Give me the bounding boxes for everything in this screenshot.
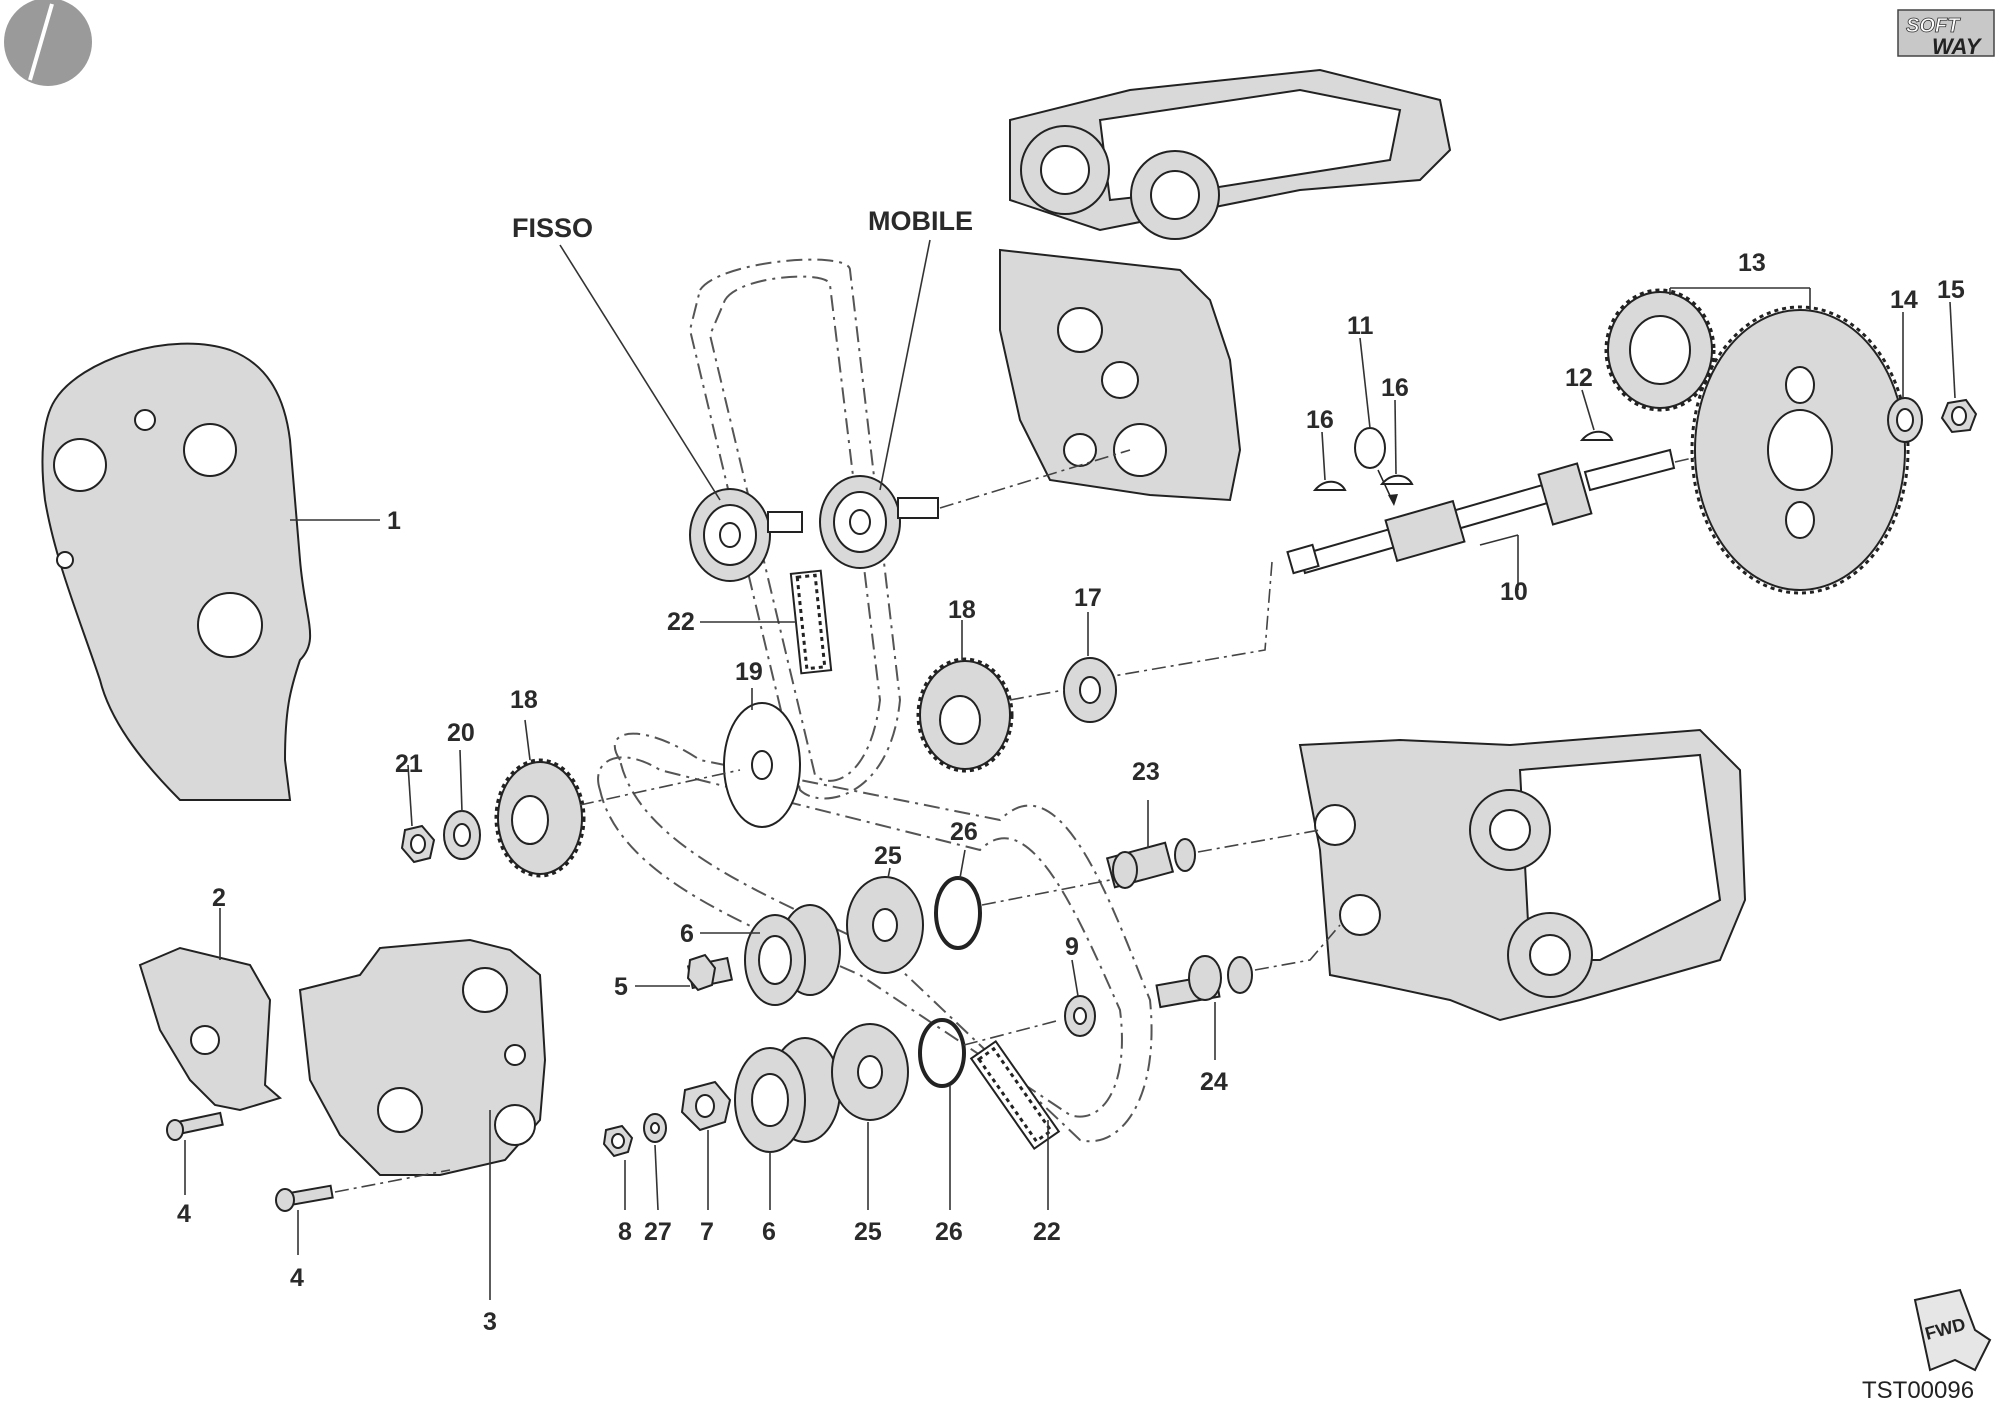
front-timing-cover: [41, 342, 312, 801]
callout-12: 12: [1565, 364, 1593, 392]
washer-14: [1887, 397, 1923, 443]
callout-5: 5: [614, 973, 628, 1001]
callout-6-upper: 6: [680, 920, 694, 948]
nut-7: [680, 1080, 732, 1132]
brand-logo-line2: WAY: [1932, 34, 1983, 59]
tensioner-6-lower: [734, 1037, 841, 1153]
callout-20: 20: [447, 719, 475, 747]
circlip-11: [1354, 427, 1398, 506]
label-fisso: FISSO: [512, 213, 593, 243]
centerline-24: [1254, 924, 1341, 971]
eccentric-9: [1064, 995, 1096, 1037]
callout-16-right: 16: [1381, 374, 1409, 402]
callout-14: 14: [1890, 286, 1918, 314]
fixed-idler-pulley: [689, 488, 803, 582]
callout-24: 24: [1200, 1068, 1228, 1096]
washer-20: [443, 810, 481, 860]
camshaft: [1286, 448, 1676, 575]
callout-19: 19: [735, 658, 763, 686]
belt-section-upper: [789, 569, 833, 675]
circlip-26-upper: [934, 876, 982, 950]
nut-21: [400, 824, 436, 864]
callout-8: 8: [618, 1218, 632, 1246]
fwd-arrow-icon: FWD: [1913, 1288, 1992, 1372]
callout-17: 17: [1074, 584, 1102, 612]
corner-disc-icon: [4, 0, 92, 86]
leader-lines: [184, 239, 1956, 1300]
bolt-5: [686, 953, 734, 992]
callout-22-upper: 22: [667, 608, 695, 636]
key-16-right: [1379, 474, 1414, 485]
callout-1: 1: [387, 507, 401, 535]
seal-ring-17: [1063, 657, 1117, 723]
stud-23: [1105, 838, 1196, 889]
brand-logo-line1: SOFT: [1906, 15, 1961, 37]
nut-15: [1940, 398, 1978, 434]
callout-7: 7: [700, 1218, 714, 1246]
tensioner-6-upper: [744, 904, 841, 1006]
bolt-4-lower: [275, 1184, 334, 1212]
bolt-4-upper: [166, 1111, 224, 1141]
callout-21: 21: [395, 750, 423, 778]
centerline-26-lower: [963, 1019, 1061, 1046]
label-mobile: MOBILE: [868, 206, 973, 236]
stud-24: [1155, 955, 1253, 1009]
cam-pulley-18-upper: [916, 657, 1014, 773]
callout-27: 27: [644, 1218, 672, 1246]
callout-18-lower: 18: [510, 686, 538, 714]
callout-3: 3: [483, 1308, 497, 1336]
callout-26-lower: 26: [935, 1218, 963, 1246]
lower-cover-large: [298, 938, 547, 1176]
timing-belt-upper: [688, 258, 902, 800]
callout-4-upper: 4: [177, 1200, 191, 1228]
callout-11: 11: [1347, 312, 1374, 340]
cylinder-head-top: [1009, 68, 1452, 240]
bearing-25-upper: [846, 876, 924, 974]
key-16-left: [1312, 480, 1347, 491]
centerline-17: [1009, 689, 1065, 701]
centerline-23: [1197, 829, 1321, 853]
drawing-code: TST00096: [1862, 1377, 1974, 1404]
centerline-bolt-4: [334, 1169, 451, 1193]
movable-tensioner-pulley: [819, 475, 939, 569]
callout-4-lower: 4: [290, 1264, 304, 1292]
callout-26-upper: 26: [950, 818, 978, 846]
crank-pulley-18-lower: [494, 758, 586, 878]
circlip-26-lower: [918, 1018, 966, 1088]
timing-plate-upper: [999, 248, 1242, 502]
engine-block-lower: [1298, 728, 1747, 1022]
callout-18-upper: 18: [948, 596, 976, 624]
cam-gear-small: [1604, 288, 1716, 412]
washer-19: [723, 702, 801, 828]
callout-9: 9: [1065, 933, 1079, 961]
belt-section-lower: [969, 1039, 1061, 1151]
washer-27: [643, 1113, 667, 1143]
bearing-25-lower: [831, 1023, 909, 1121]
centerline-26: [981, 879, 1111, 906]
callout-22-lower: 22: [1033, 1218, 1061, 1246]
lower-cover-small: [138, 946, 283, 1112]
callout-23: 23: [1132, 758, 1160, 786]
centerline-seal: [1089, 561, 1273, 681]
centerline-19: [579, 769, 741, 806]
cam-gear-large: [1690, 305, 1910, 595]
key-12: [1579, 430, 1614, 441]
callout-16-left: 16: [1306, 406, 1334, 434]
callout-25-upper: 25: [874, 842, 902, 870]
nut-8: [602, 1124, 634, 1158]
callout-10: 10: [1500, 578, 1528, 606]
centerline-mobile: [939, 449, 1131, 509]
callout-6-lower: 6: [762, 1218, 776, 1246]
timing-belt-lower: [597, 732, 1153, 1143]
callout-2: 2: [212, 884, 226, 912]
callout-25-lower: 25: [854, 1218, 882, 1246]
callout-15: 15: [1937, 276, 1965, 304]
brand-logo: SOFT WAY: [1897, 9, 1995, 59]
callout-13: 13: [1738, 249, 1766, 277]
